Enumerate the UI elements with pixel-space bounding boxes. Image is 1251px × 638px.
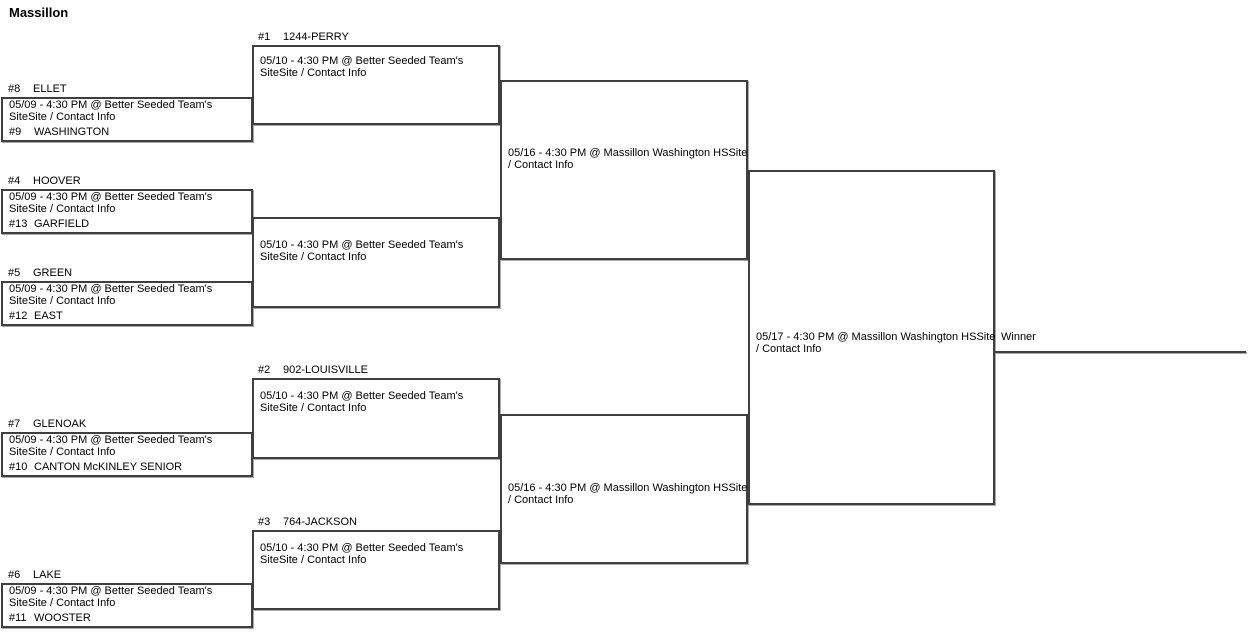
- team-label-green: #5 GREEN: [8, 268, 72, 279]
- match-box-r2-g2: 05/10 - 4:30 PM @ Better Seeded Team's S…: [252, 217, 500, 308]
- game-info: 05/16 - 4:30 PM @ Massillon Washington H…: [508, 482, 748, 506]
- match-box-final: 05/17 - 4:30 PM @ Massillon Washington H…: [748, 170, 995, 505]
- team-name: GREEN: [33, 267, 73, 279]
- team-name: WASHINGTON: [34, 126, 110, 138]
- game-datetime: 05/09 - 4:30 PM @ Better Seeded Team's: [9, 585, 213, 597]
- team-label-louisville: #2 902-LOUISVILLE: [258, 365, 368, 376]
- game-info: 05/17 - 4:30 PM @ Massillon Washington H…: [756, 331, 996, 355]
- match-box-r2-g1: 05/10 - 4:30 PM @ Better Seeded Team's S…: [252, 45, 500, 125]
- winner-label: Winner: [1001, 331, 1036, 343]
- match-box-sf-g2: 05/16 - 4:30 PM @ Massillon Washington H…: [500, 414, 748, 564]
- team-seed: #6: [8, 569, 21, 581]
- game-info: 05/09 - 4:30 PM @ Better Seeded Team's S…: [9, 585, 247, 609]
- team-name: GARFIELD: [34, 218, 90, 230]
- team-name: CANTON McKINLEY SENIOR: [34, 461, 183, 473]
- game-datetime: 05/09 - 4:30 PM @ Better Seeded Team's: [9, 191, 213, 203]
- game-site-link[interactable]: SiteSite / Contact Info: [260, 66, 367, 79]
- team-seed: #8: [8, 83, 21, 95]
- team-seed: #13: [9, 218, 28, 230]
- game-datetime: 05/09 - 4:30 PM @ Better Seeded Team's: [9, 283, 213, 295]
- team-seed: #12: [9, 310, 28, 322]
- match-box-r1-g1: 05/09 - 4:30 PM @ Better Seeded Team's S…: [1, 97, 253, 142]
- game-site-link[interactable]: SiteSite / Contact Info: [9, 596, 116, 609]
- team-seed: #4: [8, 175, 21, 187]
- game-datetime: 05/10 - 4:30 PM @ Better Seeded Team's: [260, 239, 464, 251]
- game-datetime: 05/10 - 4:30 PM @ Better Seeded Team's: [260, 390, 464, 402]
- game-site-link[interactable]: SiteSite / Contact Info: [260, 250, 367, 263]
- team-name: HOOVER: [33, 175, 81, 187]
- match-box-r1-g2: 05/09 - 4:30 PM @ Better Seeded Team's S…: [1, 189, 253, 234]
- game-site-link[interactable]: / Contact Info: [508, 493, 574, 506]
- game-info: 05/09 - 4:30 PM @ Better Seeded Team's S…: [9, 283, 247, 307]
- winner-line: [995, 351, 1246, 353]
- team-label-jackson: #3 764-JACKSON: [258, 517, 357, 528]
- team-name: EAST: [34, 310, 63, 322]
- team-label-ellet: #8 ELLET: [8, 84, 67, 95]
- match-box-r2-g3: 05/10 - 4:30 PM @ Better Seeded Team's S…: [252, 378, 500, 459]
- game-datetime: 05/10 - 4:30 PM @ Better Seeded Team's: [260, 542, 464, 554]
- game-info: 05/16 - 4:30 PM @ Massillon Washington H…: [508, 147, 748, 171]
- game-site-link[interactable]: SiteSite / Contact Info: [260, 401, 367, 414]
- team-label-perry: #1 1244-PERRY: [258, 32, 349, 43]
- game-datetime: 05/10 - 4:30 PM @ Better Seeded Team's: [260, 55, 464, 67]
- game-site-link[interactable]: SiteSite / Contact Info: [260, 553, 367, 566]
- game-info: 05/09 - 4:30 PM @ Better Seeded Team's S…: [9, 99, 247, 123]
- team-seed: #9: [9, 126, 22, 138]
- game-datetime: 05/09 - 4:30 PM @ Better Seeded Team's: [9, 99, 213, 111]
- team-label-washington: #9 WASHINGTON: [9, 127, 109, 138]
- team-name: GLENOAK: [33, 418, 87, 430]
- game-site-link[interactable]: SiteSite / Contact Info: [9, 110, 116, 123]
- team-name: 1244-PERRY: [283, 31, 349, 43]
- team-label-garfield: #13 GARFIELD: [9, 219, 89, 230]
- team-seed: #7: [8, 418, 21, 430]
- game-site-link[interactable]: / Contact Info: [508, 158, 574, 171]
- team-name: 764-JACKSON: [283, 516, 357, 528]
- game-datetime: 05/09 - 4:30 PM @ Better Seeded Team's: [9, 434, 213, 446]
- team-label-wooster: #11 WOOSTER: [9, 613, 91, 624]
- game-info: 05/10 - 4:30 PM @ Better Seeded Team's S…: [260, 55, 494, 79]
- team-label-glenoak: #7 GLENOAK: [8, 419, 86, 430]
- team-seed: #3: [258, 516, 271, 528]
- game-datetime: 05/17 - 4:30 PM @ Massillon Washington H…: [756, 331, 996, 343]
- game-site-link[interactable]: SiteSite / Contact Info: [9, 445, 116, 458]
- team-seed: #10: [9, 461, 28, 473]
- game-site-link[interactable]: / Contact Info: [756, 342, 822, 355]
- team-name: 902-LOUISVILLE: [283, 364, 368, 376]
- team-seed: #1: [258, 31, 271, 43]
- team-seed: #2: [258, 364, 271, 376]
- game-info: 05/09 - 4:30 PM @ Better Seeded Team's S…: [9, 191, 247, 215]
- game-site-link[interactable]: SiteSite / Contact Info: [9, 202, 116, 215]
- team-label-lake: #6 LAKE: [8, 570, 61, 581]
- team-seed: #5: [8, 267, 21, 279]
- team-name: ELLET: [33, 83, 67, 95]
- team-label-hoover: #4 HOOVER: [8, 176, 81, 187]
- game-info: 05/09 - 4:30 PM @ Better Seeded Team's S…: [9, 434, 247, 458]
- match-box-r1-g3: 05/09 - 4:30 PM @ Better Seeded Team's S…: [1, 281, 253, 326]
- bracket-title: Massillon: [9, 5, 69, 20]
- game-datetime: 05/16 - 4:30 PM @ Massillon Washington H…: [508, 482, 748, 494]
- game-info: 05/10 - 4:30 PM @ Better Seeded Team's S…: [260, 542, 494, 566]
- team-seed: #11: [9, 612, 27, 624]
- team-name: LAKE: [33, 569, 62, 581]
- match-box-sf-g1: 05/16 - 4:30 PM @ Massillon Washington H…: [500, 80, 748, 260]
- team-label-east: #12 EAST: [9, 311, 63, 322]
- game-site-link[interactable]: SiteSite / Contact Info: [9, 294, 116, 307]
- team-name: WOOSTER: [34, 612, 91, 624]
- team-label-canton-mckinley: #10 CANTON McKINLEY SENIOR: [9, 462, 182, 473]
- game-info: 05/10 - 4:30 PM @ Better Seeded Team's S…: [260, 390, 494, 414]
- game-info: 05/10 - 4:30 PM @ Better Seeded Team's S…: [260, 239, 494, 263]
- game-datetime: 05/16 - 4:30 PM @ Massillon Washington H…: [508, 147, 748, 159]
- match-box-r1-g5: 05/09 - 4:30 PM @ Better Seeded Team's S…: [1, 583, 253, 628]
- match-box-r2-g4: 05/10 - 4:30 PM @ Better Seeded Team's S…: [252, 530, 500, 610]
- match-box-r1-g4: 05/09 - 4:30 PM @ Better Seeded Team's S…: [1, 432, 253, 477]
